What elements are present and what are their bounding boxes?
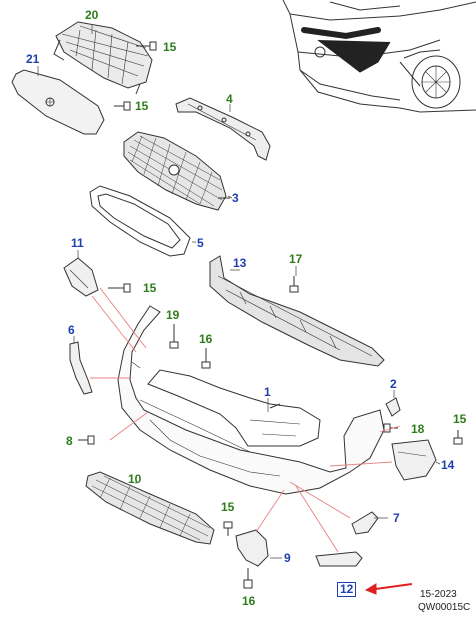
callout-10: 10: [128, 472, 142, 486]
callout-12: 12: [337, 582, 357, 597]
callout-2: 2: [390, 377, 397, 391]
part-2-right-bracket: [385, 397, 401, 417]
leader-lines: [37, 24, 441, 559]
red-leader-lines: [90, 287, 401, 553]
red-arrow: [364, 583, 413, 595]
fastener-18: [383, 423, 398, 433]
fastener-15-upper-panel: [114, 101, 131, 111]
callout-4: 4: [226, 92, 233, 106]
fastener-16-lower: [243, 568, 253, 589]
part-5-grille-surround: [89, 185, 191, 257]
callout-15-right: 15: [453, 412, 467, 426]
fastener-15-lower: [223, 521, 233, 536]
part-6-left-side-trim: [69, 341, 93, 395]
callout-19: 19: [166, 308, 180, 322]
fastener-15-right: [453, 430, 463, 445]
callout-6: 6: [68, 323, 75, 337]
callout-15-lower: 15: [221, 500, 235, 514]
callout-15-top: 15: [163, 40, 177, 54]
callout-18: 18: [411, 422, 425, 436]
part-3-main-grille: [123, 131, 230, 211]
callout-3: 3: [232, 191, 239, 205]
callout-17: 17: [289, 252, 303, 266]
part-13-reinforcement: [209, 255, 385, 367]
callout-14: 14: [441, 458, 455, 472]
callout-11: 11: [71, 236, 84, 250]
part-14-right-arch-bracket: [391, 439, 437, 481]
callout-13: 13: [233, 256, 247, 270]
fastener-17: [289, 276, 299, 293]
callout-9: 9: [284, 551, 291, 565]
callout-5: 5: [197, 236, 204, 250]
part-21-upper-panel: [11, 69, 105, 135]
callout-21: 21: [26, 52, 40, 66]
fastener-8: [78, 435, 95, 445]
vehicle-thumbnail: [282, 0, 476, 113]
callout-16-upper: 16: [199, 332, 213, 346]
callout-16-lower: 16: [242, 594, 256, 608]
fastener-16-upper: [201, 348, 211, 369]
fastener-15-top: [136, 41, 157, 51]
callout-15-left: 15: [143, 281, 157, 295]
part-20-upper-grille: [53, 21, 153, 95]
part-11-left-trim: [63, 257, 99, 297]
part-12-lower-trim-strip: [315, 551, 363, 567]
part-9-lower-corner-trim: [235, 529, 269, 567]
callout-20: 20: [85, 8, 99, 22]
fastener-19: [169, 324, 179, 349]
callout-1: 1: [264, 385, 271, 399]
callout-8: 8: [66, 434, 73, 448]
part-10-lower-grille: [85, 471, 215, 545]
part-7-lower-right-trim: [351, 511, 379, 535]
callout-7: 7: [393, 511, 400, 525]
page-code: 15-2023: [420, 589, 457, 600]
part-4-upper-bracket: [175, 97, 271, 161]
figure-id: QW00015C: [418, 602, 471, 613]
fastener-15-left: [108, 283, 131, 293]
callout-15-panel: 15: [135, 99, 149, 113]
